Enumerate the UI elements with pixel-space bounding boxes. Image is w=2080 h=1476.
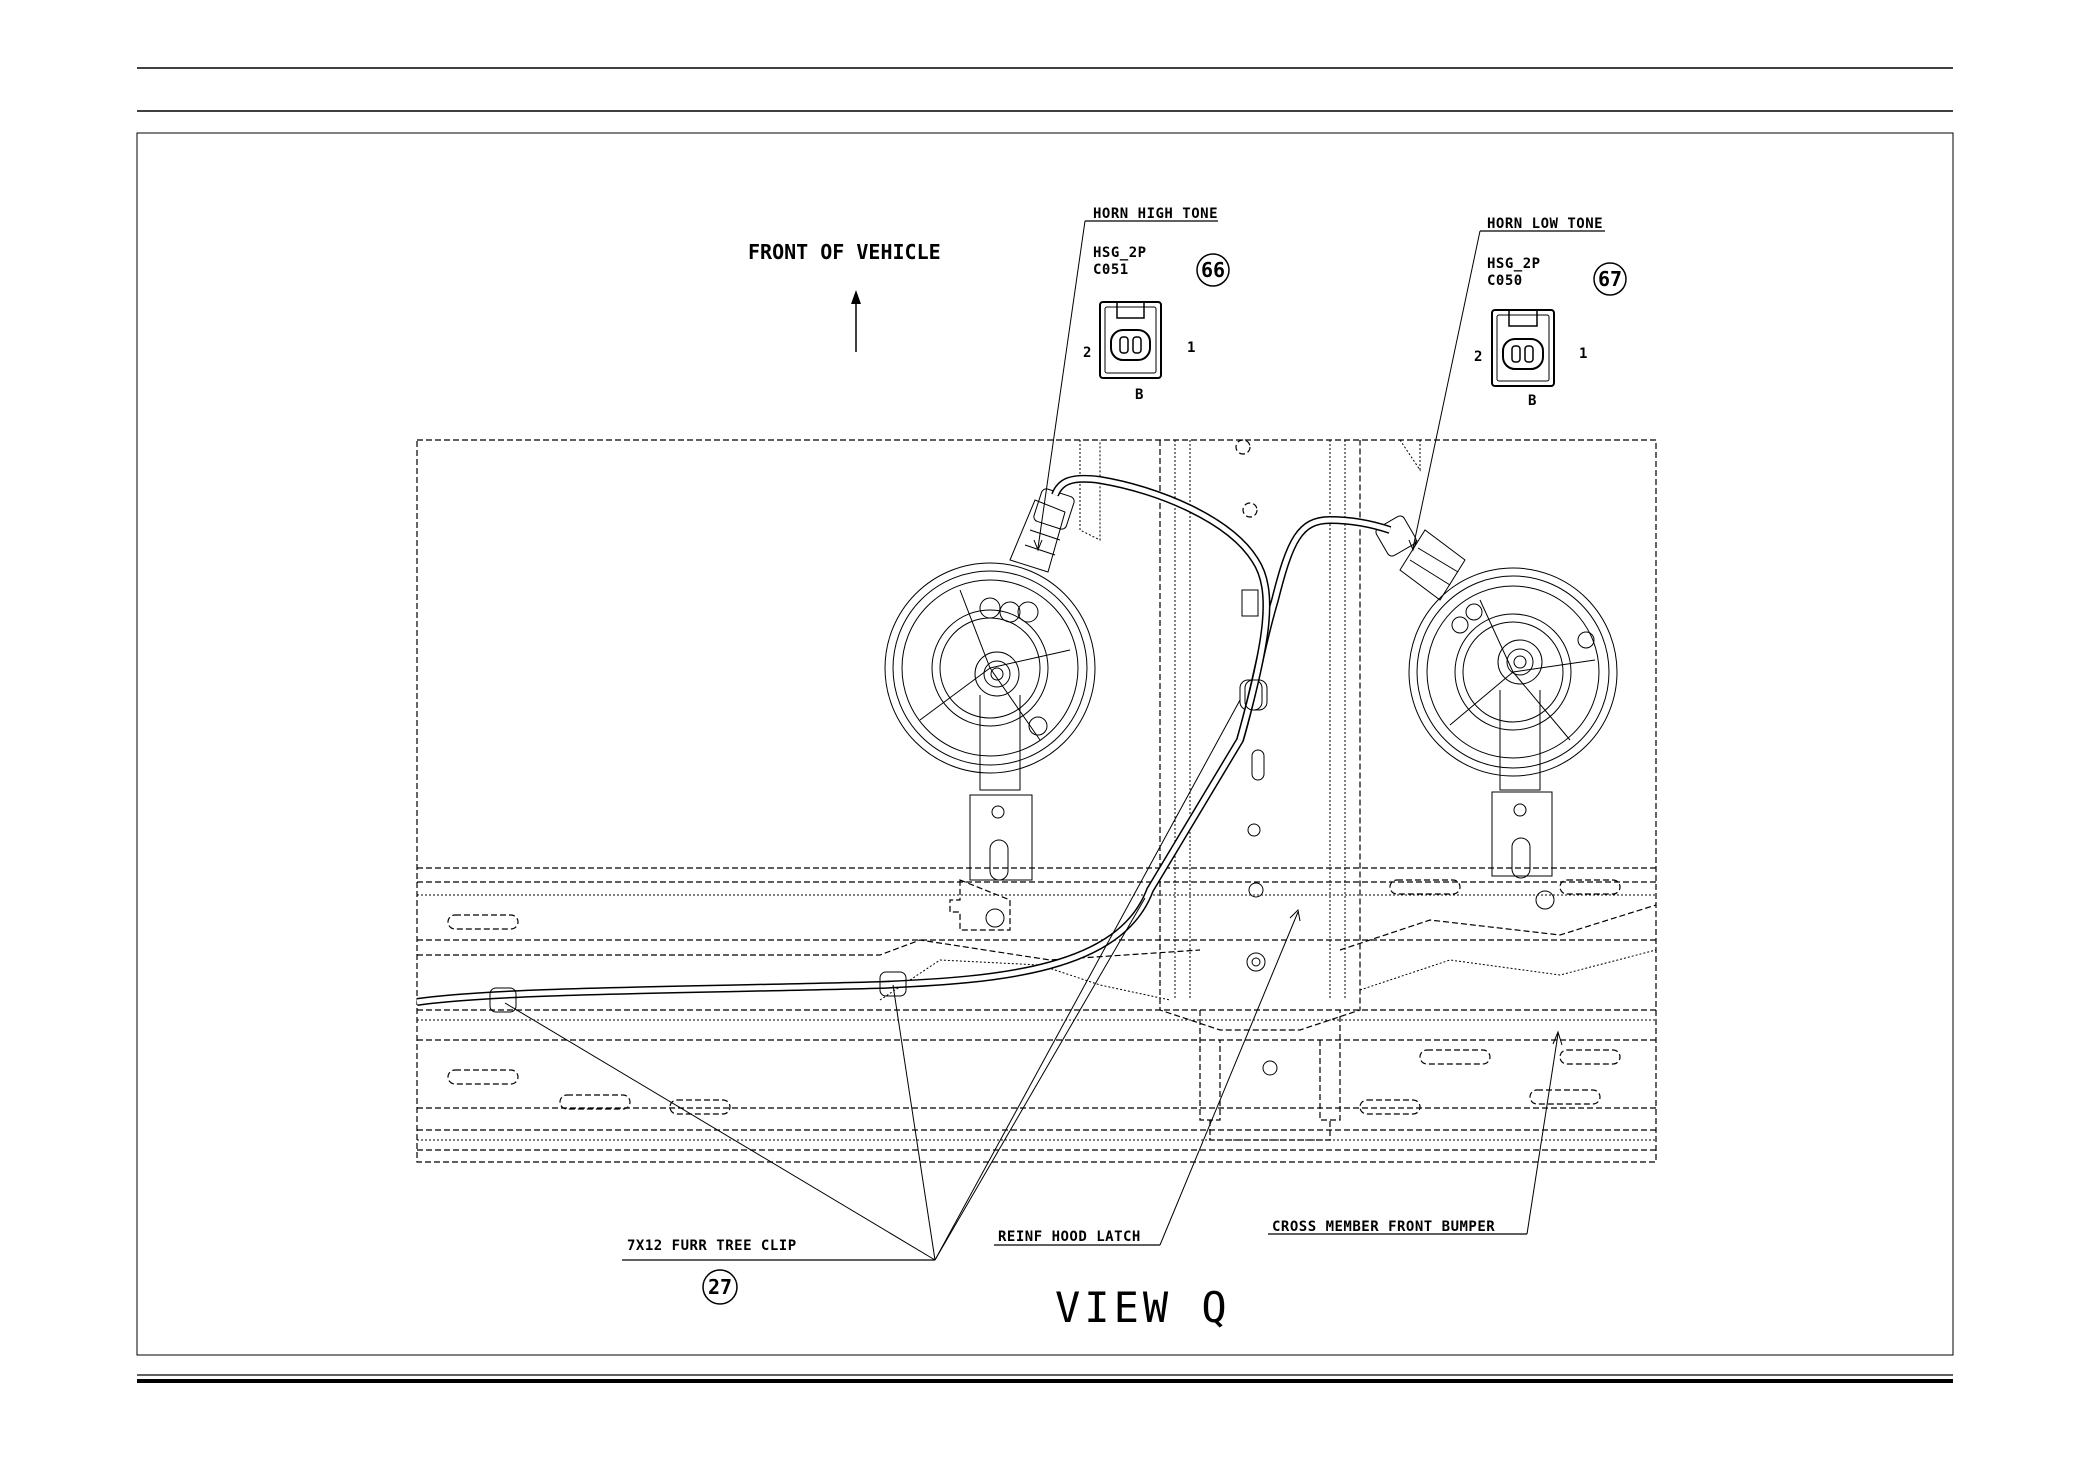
- connector-face-icon: [1099, 301, 1162, 379]
- horn-high-tone-icon: [884, 488, 1096, 931]
- side-label: B: [1135, 387, 1144, 403]
- reinf-leader: [1159, 911, 1299, 1246]
- callout-circle: [1593, 262, 1627, 296]
- connector-housing: HSG_2P: [1093, 245, 1147, 261]
- pin-right-label: 1: [1579, 346, 1588, 362]
- wire-harness: [416, 474, 1392, 1013]
- connector-code: C050: [1487, 273, 1523, 289]
- side-label: B: [1528, 393, 1537, 409]
- connector-title: HORN LOW TONE: [1487, 216, 1603, 232]
- connector-code: C051: [1093, 262, 1129, 278]
- pin-left-label: 2: [1474, 349, 1483, 365]
- drawing-frame: [136, 132, 1954, 1356]
- front-of-vehicle-label: FRONT OF VEHICLE: [748, 240, 941, 264]
- cross-member-label: CROSS MEMBER FRONT BUMPER: [1272, 1219, 1495, 1235]
- callout-number: 67: [1598, 267, 1622, 291]
- connector-face-icon: [1491, 309, 1555, 387]
- clip-label: 7X12 FURR TREE CLIP: [627, 1238, 797, 1254]
- clip-leaders: [504, 699, 1241, 1261]
- horn-low-tone-icon: [1375, 515, 1618, 910]
- reinf-arrow-icon: [1289, 908, 1301, 922]
- leader-arrow-icon: [1033, 539, 1043, 552]
- reinf-hood-latch-label: REINF HOOD LATCH: [998, 1229, 1141, 1245]
- clip-callout-circle: [702, 1269, 738, 1305]
- connector-title: HORN HIGH TONE: [1093, 206, 1218, 222]
- clip-callout-number: 27: [708, 1275, 732, 1299]
- leader-line: [1412, 230, 1481, 549]
- cross-member-arrow-icon: [1552, 1030, 1563, 1046]
- connector-c050: HORN LOW TONE HSG_2P C050 67 2 1 B: [1408, 216, 1627, 552]
- cross-member-body: [417, 867, 1657, 1151]
- cross-member-leader: [1526, 1033, 1559, 1235]
- connector-c051: HORN HIGH TONE HSG_2P C051 66 2 1 B: [1033, 206, 1230, 552]
- pin-left-label: 2: [1083, 345, 1092, 361]
- callout-circle: [1196, 253, 1230, 287]
- pin-right-label: 1: [1187, 340, 1196, 356]
- hood-latch-reinforcement: [1079, 439, 1421, 1141]
- detail-view-frame: [416, 439, 1657, 1163]
- front-arrow-icon: [851, 290, 861, 304]
- view-label: VIEW Q: [1055, 1283, 1231, 1332]
- leader-line: [1037, 220, 1086, 549]
- detail-view: [416, 439, 1657, 1163]
- connector-housing: HSG_2P: [1487, 256, 1541, 272]
- callout-number: 66: [1201, 258, 1225, 282]
